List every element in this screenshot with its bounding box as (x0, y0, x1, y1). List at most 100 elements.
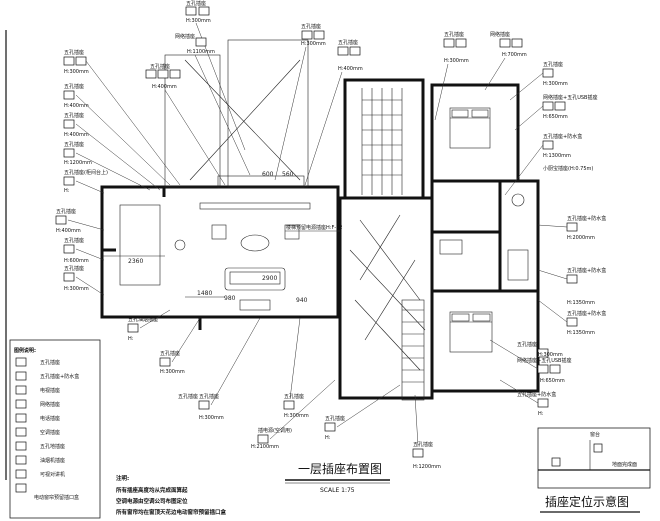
socket-icon (337, 46, 349, 56)
tag-r9-height: H:1350mm (567, 330, 595, 336)
ac-socket-icon (15, 427, 27, 437)
tag-r8-height: H:1350mm (567, 300, 595, 306)
tag-r2-name: 网络插座 (490, 31, 510, 38)
socket-icon (159, 357, 171, 367)
smart-box-icon (15, 483, 27, 493)
tag-t5-name: 五孔插座 (150, 63, 170, 70)
socket-splash-icon (566, 274, 578, 284)
ac-socket-icon (257, 434, 269, 444)
tag-t11-name: 五孔插座 (56, 208, 76, 215)
tag-t14-name: 五孔油烟插座 (128, 316, 158, 323)
socket-tags-left: 五孔插座 H:300mm 网络插座 H:1100mm 五孔插座 H:300mm … (55, 0, 441, 470)
legend-item-label: 可视对讲机 (40, 471, 65, 478)
dimension-lines: 2360 1480 980 2900 560 600 940 (102, 171, 308, 304)
socket-icon (198, 400, 210, 410)
socket-icon (63, 176, 75, 186)
tag-r5-name: 五孔插座+防水盒 (543, 133, 582, 140)
tag-t1-name: 五孔插座 (186, 0, 206, 7)
legend-item-label: 五孔插座 (40, 359, 60, 366)
bed-upper (449, 107, 491, 149)
living-furniture (119, 202, 311, 311)
tag-t4-name: 五孔插座 (338, 39, 358, 46)
tag-t3-name: 五孔插座 (301, 23, 321, 30)
socket-splash-icon (542, 140, 554, 150)
drawing-scale: SCALE 1:75 (320, 487, 355, 494)
tag-r11-name: 五孔插座 (517, 341, 537, 348)
data-socket-icon (15, 399, 27, 409)
socket-icon (55, 215, 67, 225)
socket-icon (554, 101, 566, 111)
legend-item-label: 空调插座 (40, 429, 60, 436)
tag-r10-name: 网络插座+五孔USB插座 (517, 357, 571, 364)
tag-t12-height: H:600mm (64, 258, 89, 264)
tag-r1-name: 五孔插座 (444, 31, 464, 38)
legend: 图例说明: 五孔插座 五孔插座+防水盒 电视插座 网络插座 电话插座 空调插座 … (9, 339, 101, 519)
legend-item-label: 电视插座 (40, 387, 60, 394)
socket-splash-icon (537, 398, 549, 408)
tag-t5-height: H:400mm (152, 84, 177, 90)
tag-t20-name: 五孔插座 (413, 441, 433, 448)
floor-socket-note: 五孔插座 (178, 393, 198, 400)
intercom-icon (15, 469, 27, 479)
tag-t9-height: H:1200mm (64, 160, 92, 166)
phone-socket-icon (15, 413, 27, 423)
legend-item-label: 五孔插座+防水盒 (40, 373, 79, 380)
socket-icon (63, 272, 75, 282)
drawing-title: 一层插座布置图 (298, 461, 382, 476)
tag-t8-name: 五孔插座 (64, 112, 84, 119)
socket-icon (313, 30, 325, 40)
tag-r9-name: 五孔插座+防水盒 (567, 310, 606, 317)
mount-floor-label: 地面完成面 (612, 461, 637, 468)
bed-lower (449, 311, 493, 353)
socket-icon (185, 6, 197, 16)
tag-t12-name: 五孔插座 (64, 237, 84, 244)
socket-icon (198, 6, 210, 16)
notes-heading: 注明: (116, 474, 129, 482)
tag-t10-name: 五孔插座(柜间台上) (64, 169, 108, 176)
legend-item-label: 五孔地插座 (40, 443, 65, 450)
bath-zone-outline (430, 179, 540, 293)
tag-r4-name: 网络插座+五孔USB插座 (543, 94, 597, 101)
socket-icon (63, 148, 75, 158)
tag-r6-name: 小厨宝插座(H:0.75m) (543, 165, 593, 172)
bedroom-lower-outline (430, 289, 540, 393)
legend-heading: 图例说明: (14, 347, 36, 354)
tag-t6-height: H:300mm (64, 69, 89, 75)
tag-t20-height: H:1200mm (413, 464, 441, 470)
data-socket-icon (542, 101, 554, 111)
legend-item: 电视插座 (15, 385, 60, 395)
legend-item: 可视对讲机 (15, 469, 65, 479)
socket-icon (324, 422, 336, 432)
dim-2360: 2360 (128, 258, 143, 265)
legend-item: 五孔插座+防水盒 (15, 371, 79, 381)
tag-t17-name: 五孔插座 (284, 393, 304, 400)
tag-t1-height: H:300mm (186, 18, 211, 24)
bedroom-upper-outline (430, 83, 520, 183)
notes: 注明: 所有插座高度均从完成面算起 空调电源由空调公司布图定位 所有窗帘均在窗顶… (116, 474, 227, 516)
tag-r7-height: H:2000mm (567, 235, 595, 241)
legend-item: 网络插座 (15, 399, 60, 409)
tag-t16-height: H:300mm (199, 415, 224, 421)
legend-item-label: 油烟机插座 (40, 457, 65, 464)
socket-icon (301, 30, 313, 40)
socket-splash-icon (566, 222, 578, 232)
socket-icon (15, 357, 27, 367)
socket-icon (169, 69, 181, 79)
stair-core (343, 78, 425, 200)
legend-item: 五孔地插座 (15, 441, 65, 451)
legend-item-label: 电动窗帘预留插口盒 (34, 494, 79, 501)
socket-icon (349, 46, 361, 56)
tag-t2-height: H:1100mm (187, 49, 215, 55)
socket-splash-icon (15, 371, 27, 381)
legend-item-label: 电话插座 (40, 415, 60, 422)
tag-r3-height: H:300mm (543, 81, 568, 87)
tag-t17-height: H:300mm (284, 413, 309, 419)
tag-t8-height: H:400mm (64, 132, 89, 138)
tag-t16-name: 五孔插座 (199, 393, 219, 400)
socket-icon (549, 364, 561, 374)
legend-item: 电动窗帘预留插口盒 (15, 483, 79, 501)
tag-t2-name: 网络插座 (175, 33, 195, 40)
socket-icon (593, 443, 603, 453)
socket-icon (542, 68, 554, 78)
